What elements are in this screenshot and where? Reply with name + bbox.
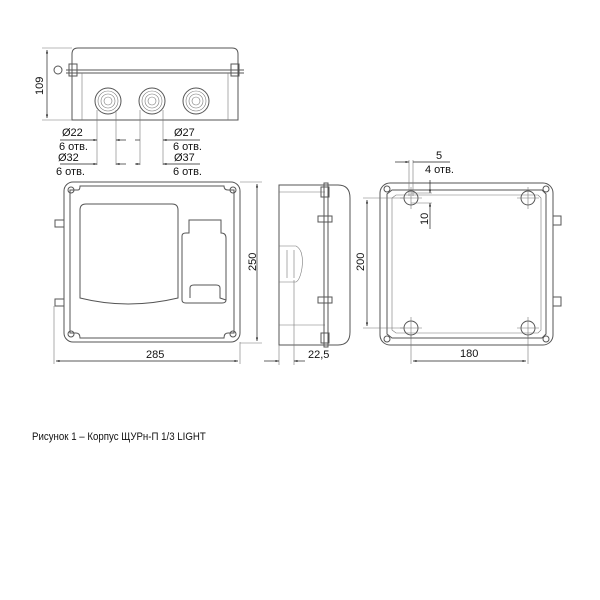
hole-count-4-label: 4 отв. xyxy=(425,164,454,176)
hole-diameter-32: Ø32 xyxy=(58,152,79,164)
hole-count-32: 6 отв. xyxy=(56,166,85,178)
hole-size-5-label: 5 xyxy=(436,150,442,162)
hole-count-27: 6 отв. xyxy=(173,141,202,153)
offset-10-label: 10 xyxy=(419,213,431,225)
depth-22-5-label: 22,5 xyxy=(308,349,329,361)
hole-diameter-22: Ø22 xyxy=(62,127,83,139)
width-285-label: 285 xyxy=(146,349,164,361)
hole-count-22: 6 отв. xyxy=(59,141,88,153)
vertical-spacing-200-label: 200 xyxy=(355,253,367,271)
cable-gland-1 xyxy=(94,87,122,115)
hole-diameter-37: Ø37 xyxy=(174,152,195,164)
side-view: 22,5 xyxy=(264,182,351,365)
top-view: 109 Ø22 6 отв. Ø27 6 отв. Ø32 6 отв. Ø37… xyxy=(34,47,244,178)
cable-gland-2 xyxy=(138,87,166,115)
hole-count-37: 6 отв. xyxy=(173,166,202,178)
back-view: 5 4 отв. 10 200 180 xyxy=(355,150,562,364)
front-view: 250 285 xyxy=(53,181,262,364)
horizontal-spacing-180-label: 180 xyxy=(460,348,478,360)
height-109-label: 109 xyxy=(34,77,46,95)
figure-caption: Рисунок 1 – Корпус ЩУРн-П 1/3 LIGHT xyxy=(32,431,206,443)
cable-gland-3 xyxy=(182,87,210,115)
height-250-label: 250 xyxy=(247,253,259,271)
hole-diameter-27: Ø27 xyxy=(174,127,195,139)
